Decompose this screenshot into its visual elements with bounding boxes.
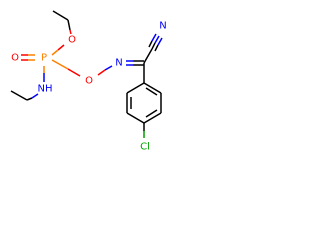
ring-bond-6 bbox=[126, 82, 145, 94]
bond-nitrile-triple-3 bbox=[154, 44, 159, 52]
bond-ester-o-p-red bbox=[57, 44, 65, 51]
bond-nitrile-triple-1 bbox=[151, 42, 156, 50]
atom-oxygen-oxime: O bbox=[85, 76, 93, 87]
ring-bond-4 bbox=[126, 112, 145, 124]
atom-phosphorus: P bbox=[41, 53, 47, 64]
bond-o-n-red bbox=[97, 69, 106, 76]
bond-ethyl-ch3-ch2 bbox=[52, 10, 69, 21]
bond-p-o-oxime-orange bbox=[51, 59, 69, 70]
bond-ester-o-p-orange bbox=[51, 49, 59, 56]
molecule-structure: O O P O N N NH Cl bbox=[10, 10, 167, 153]
bond-nitrile-triple-3-blue bbox=[157, 37, 163, 46]
atom-nh-amine: NH bbox=[38, 84, 53, 95]
atom-oxygen-double: O bbox=[11, 53, 19, 64]
bond-p-o-oxime-red bbox=[67, 68, 81, 77]
bond-ethyl-ch2-ch3-amine bbox=[10, 90, 28, 101]
bond-o-to-ch2-red bbox=[69, 29, 72, 35]
atom-chlorine: Cl bbox=[140, 142, 150, 153]
bond-ethyl-ch2-o bbox=[67, 19, 71, 31]
ring-bond-1 bbox=[143, 82, 162, 94]
ring-inner-bond-1 bbox=[145, 87, 158, 96]
atom-nitrogen-nitrile: N bbox=[159, 21, 166, 32]
bond-nitrile-triple-2-blue bbox=[151, 33, 157, 42]
bond-nh-ch2-blue bbox=[31, 93, 39, 99]
bond-nitrile-triple-1-blue bbox=[154, 35, 160, 44]
bond-c-nitrile-carbon bbox=[143, 48, 153, 64]
bond-nitrile-triple-2 bbox=[148, 40, 153, 48]
ring-inner-bond-2 bbox=[145, 109, 158, 118]
atom-oxygen-ester: O bbox=[68, 35, 76, 46]
bond-o-n-blue bbox=[104, 65, 113, 71]
ring-bond-3 bbox=[143, 112, 162, 124]
bond-nh-ch2 bbox=[26, 97, 33, 101]
atom-nitrogen-oxime: N bbox=[115, 58, 122, 69]
